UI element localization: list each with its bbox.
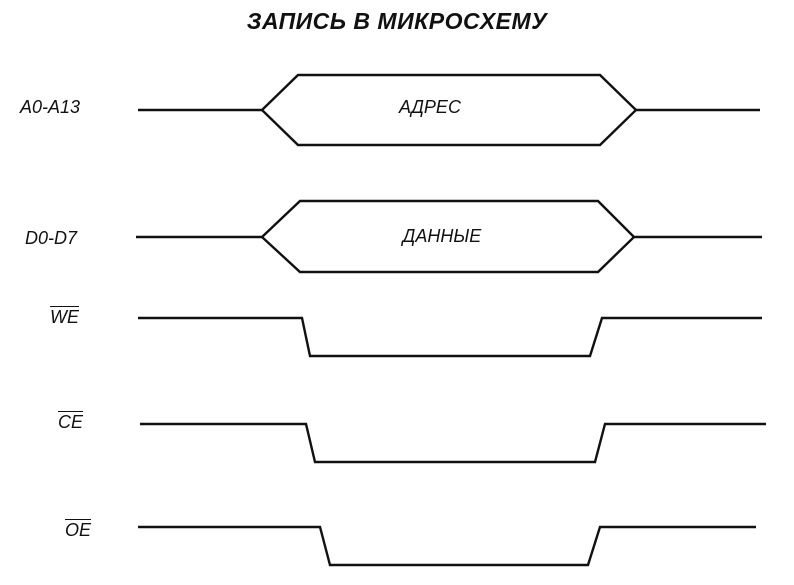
signal-label-ce: CE (58, 412, 84, 432)
ce-waveform (140, 422, 766, 464)
oe-waveform (138, 525, 756, 567)
we-waveform (138, 316, 762, 358)
signal-label-oe: OE (65, 520, 92, 540)
address-bus-valid (260, 73, 638, 147)
signal-label-we: WE (50, 307, 79, 327)
data-bus-valid (260, 199, 636, 274)
signal-label-data: D0-D7 (25, 228, 78, 248)
signal-label-address: A0-A13 (20, 97, 81, 117)
diagram-title: ЗАПИСЬ В МИКРОСХЕМУ (246, 8, 548, 34)
bus-label-address: АДРЕС (399, 97, 461, 117)
bus-label-data: ДАННЫЕ (402, 226, 482, 246)
